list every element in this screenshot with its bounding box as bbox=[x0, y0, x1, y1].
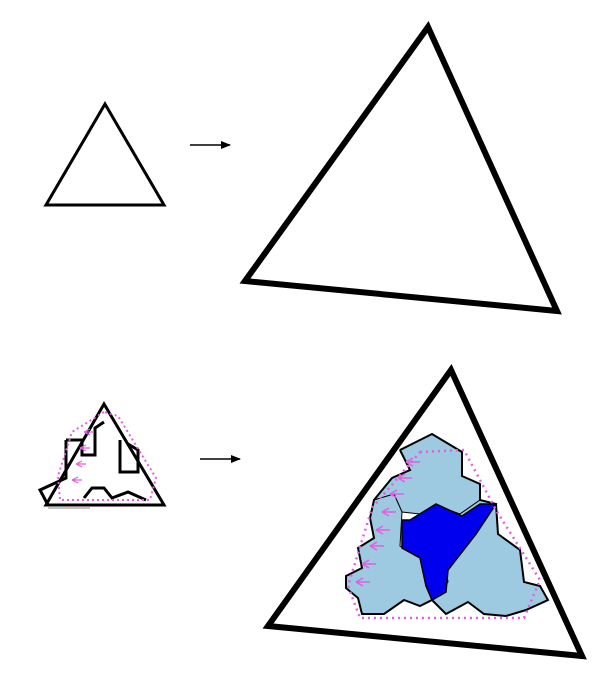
small-piece-outline-left-2 bbox=[37, 440, 68, 506]
small-decomposed-triangle bbox=[37, 401, 167, 509]
small-guide-dotted bbox=[56, 411, 158, 501]
left-arrow-icon bbox=[79, 444, 90, 452]
bottom-row bbox=[37, 364, 587, 660]
left-arrow-icon bbox=[75, 460, 86, 468]
small-piece-outline-right bbox=[118, 440, 140, 474]
large-triangle bbox=[239, 21, 562, 315]
small-triangle bbox=[43, 101, 167, 207]
left-arrow-icon bbox=[389, 489, 404, 499]
left-arrow-icon bbox=[405, 457, 420, 467]
small-piece-outline-middle bbox=[82, 486, 147, 502]
top-row bbox=[43, 21, 562, 315]
dark-piece-center bbox=[401, 503, 498, 602]
left-arrow-icon bbox=[397, 473, 412, 483]
large-triangle-outline bbox=[262, 364, 587, 660]
large-guide-dotted bbox=[346, 448, 542, 620]
small-piece-outline-left bbox=[66, 420, 105, 457]
left-arrow-icon bbox=[375, 525, 390, 535]
left-arrow-icon bbox=[369, 541, 384, 551]
left-arrow-icon bbox=[381, 507, 396, 517]
assembled-outline bbox=[345, 432, 550, 618]
left-arrow-icon bbox=[71, 476, 82, 484]
large-decomposed-triangle bbox=[262, 364, 587, 660]
left-arrow-icon bbox=[83, 428, 94, 436]
large-guide-arrows bbox=[355, 457, 420, 587]
small-guide-arrows bbox=[71, 428, 94, 484]
left-arrow-icon bbox=[355, 577, 370, 587]
small-triangle-outline bbox=[43, 401, 167, 507]
left-arrow-icon bbox=[361, 559, 376, 569]
